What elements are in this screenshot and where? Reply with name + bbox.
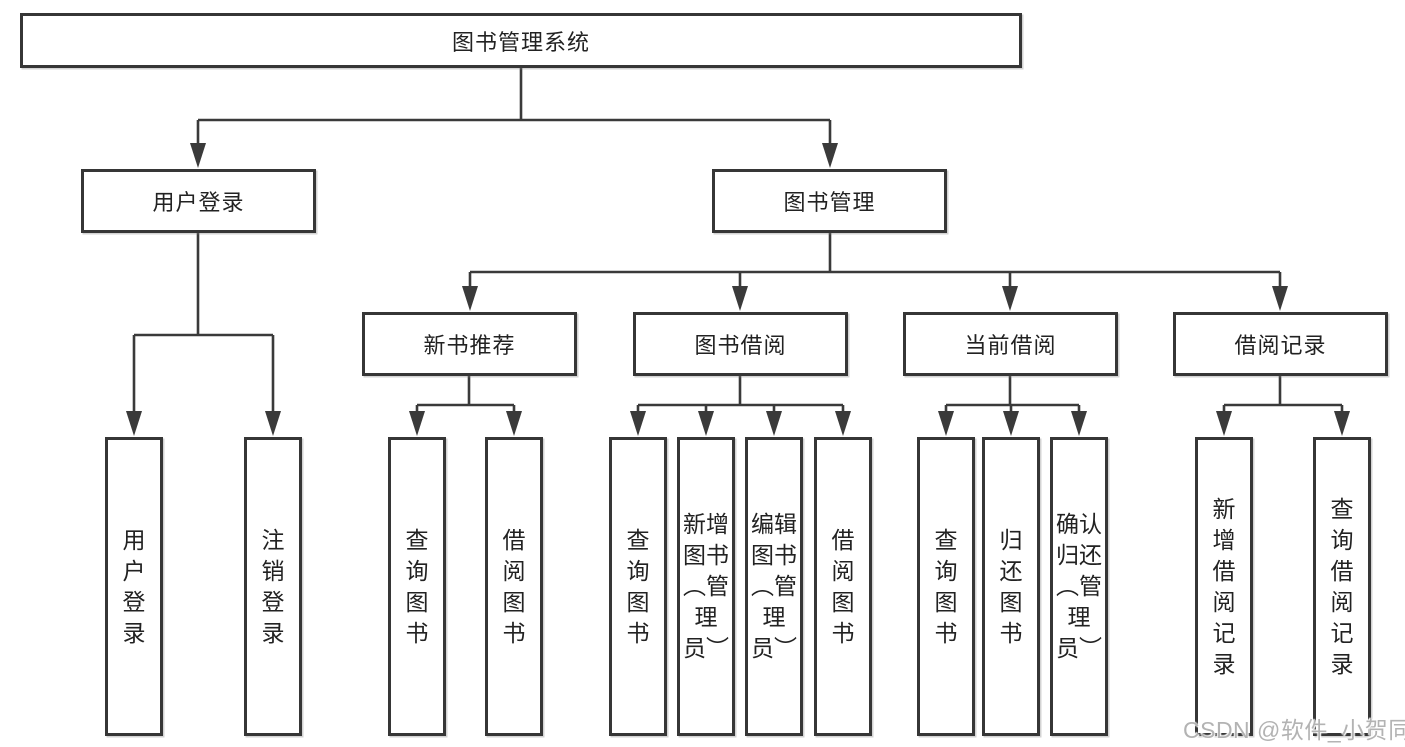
leaf-return-books: 归还图书 [982,437,1040,736]
leaf-current-query-books: 查询图书 [917,437,975,736]
leaf-user-login: 用户登录 [105,437,163,736]
node-current-borrow: 当前借阅 [903,312,1118,376]
leaf-borrow-query-books: 查询图书 [609,437,667,736]
leaf-query-borrow-record: 查询借阅记录 [1313,437,1371,736]
leaf-confirm-return-admin: 确认归还︵管理员︶ [1050,437,1108,736]
leaf-add-books-admin: 新增图书︵管理员︶ [677,437,735,736]
leaf-logout: 注销登录 [244,437,302,736]
leaf-borrow-books: 借阅图书 [814,437,872,736]
leaf-add-borrow-record: 新增借阅记录 [1195,437,1253,736]
node-root-system: 图书管理系统 [20,13,1022,68]
leaf-edit-books-admin: 编辑图书︵管理员︶ [745,437,803,736]
node-new-book-recommend: 新书推荐 [362,312,577,376]
csdn-watermark: CSDN @软件_小贺同学 [1183,717,1405,743]
node-borrow-records: 借阅记录 [1173,312,1388,376]
leaf-recommend-query-books: 查询图书 [388,437,446,736]
leaf-recommend-borrow-books: 借阅图书 [485,437,543,736]
node-user-login: 用户登录 [81,169,316,233]
node-book-borrow: 图书借阅 [633,312,848,376]
node-book-management: 图书管理 [712,169,947,233]
